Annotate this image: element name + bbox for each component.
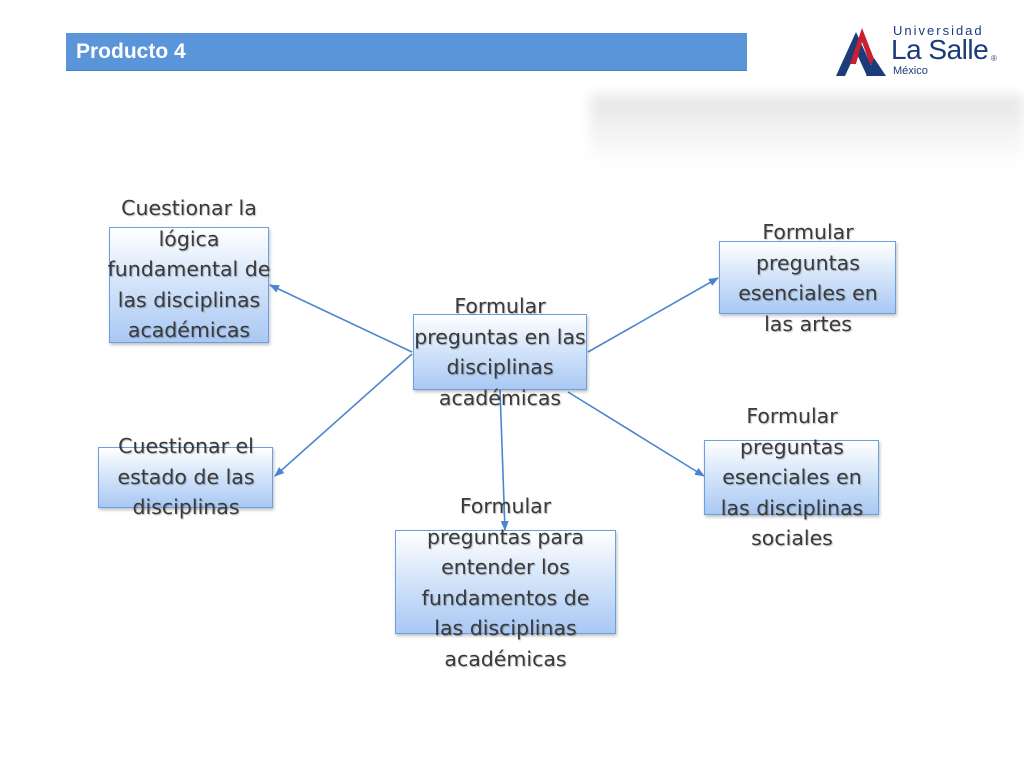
- box-center: [413, 314, 587, 390]
- slide-title: Producto 4: [76, 40, 186, 63]
- logo-mexico-text: México: [893, 65, 928, 77]
- node-artes-text: Formular preguntas esenciales en las art…: [738, 220, 878, 336]
- arrow-to-logica: [269, 284, 413, 353]
- arrow-to-fundamentos: [499, 389, 509, 531]
- logo-universidad-text: Universidad: [893, 23, 984, 38]
- node-center-text: Formular preguntas en las disciplinas ac…: [414, 294, 586, 410]
- box-artes: [719, 241, 896, 314]
- node-fundamentos-text: Formular preguntas para entender los fun…: [421, 494, 590, 671]
- slide-title-bar: Producto 4: [66, 33, 747, 71]
- logo-registered-mark: ®: [991, 54, 997, 63]
- box-logica: [109, 227, 269, 343]
- node-sociales-text: Formular preguntas esenciales en las dis…: [720, 404, 864, 550]
- box-estado: [98, 447, 273, 508]
- arrow-to-artes: [587, 277, 719, 353]
- box-fundamentos: [395, 530, 616, 634]
- lasalle-emblem-icon: [836, 28, 886, 76]
- logo-lasalle-text: La Salle: [891, 34, 989, 65]
- arrow-to-estado: [274, 353, 413, 477]
- node-logica-text: Cuestionar la lógica fundamental de las …: [107, 196, 271, 342]
- university-logo: Universidad La Salle ® México: [836, 18, 1006, 82]
- box-sociales: [704, 440, 879, 515]
- arrow-to-sociales: [567, 391, 705, 477]
- decorative-shadow-band: [590, 95, 1024, 165]
- node-estado-text: Cuestionar el estado de las disciplinas: [117, 434, 255, 519]
